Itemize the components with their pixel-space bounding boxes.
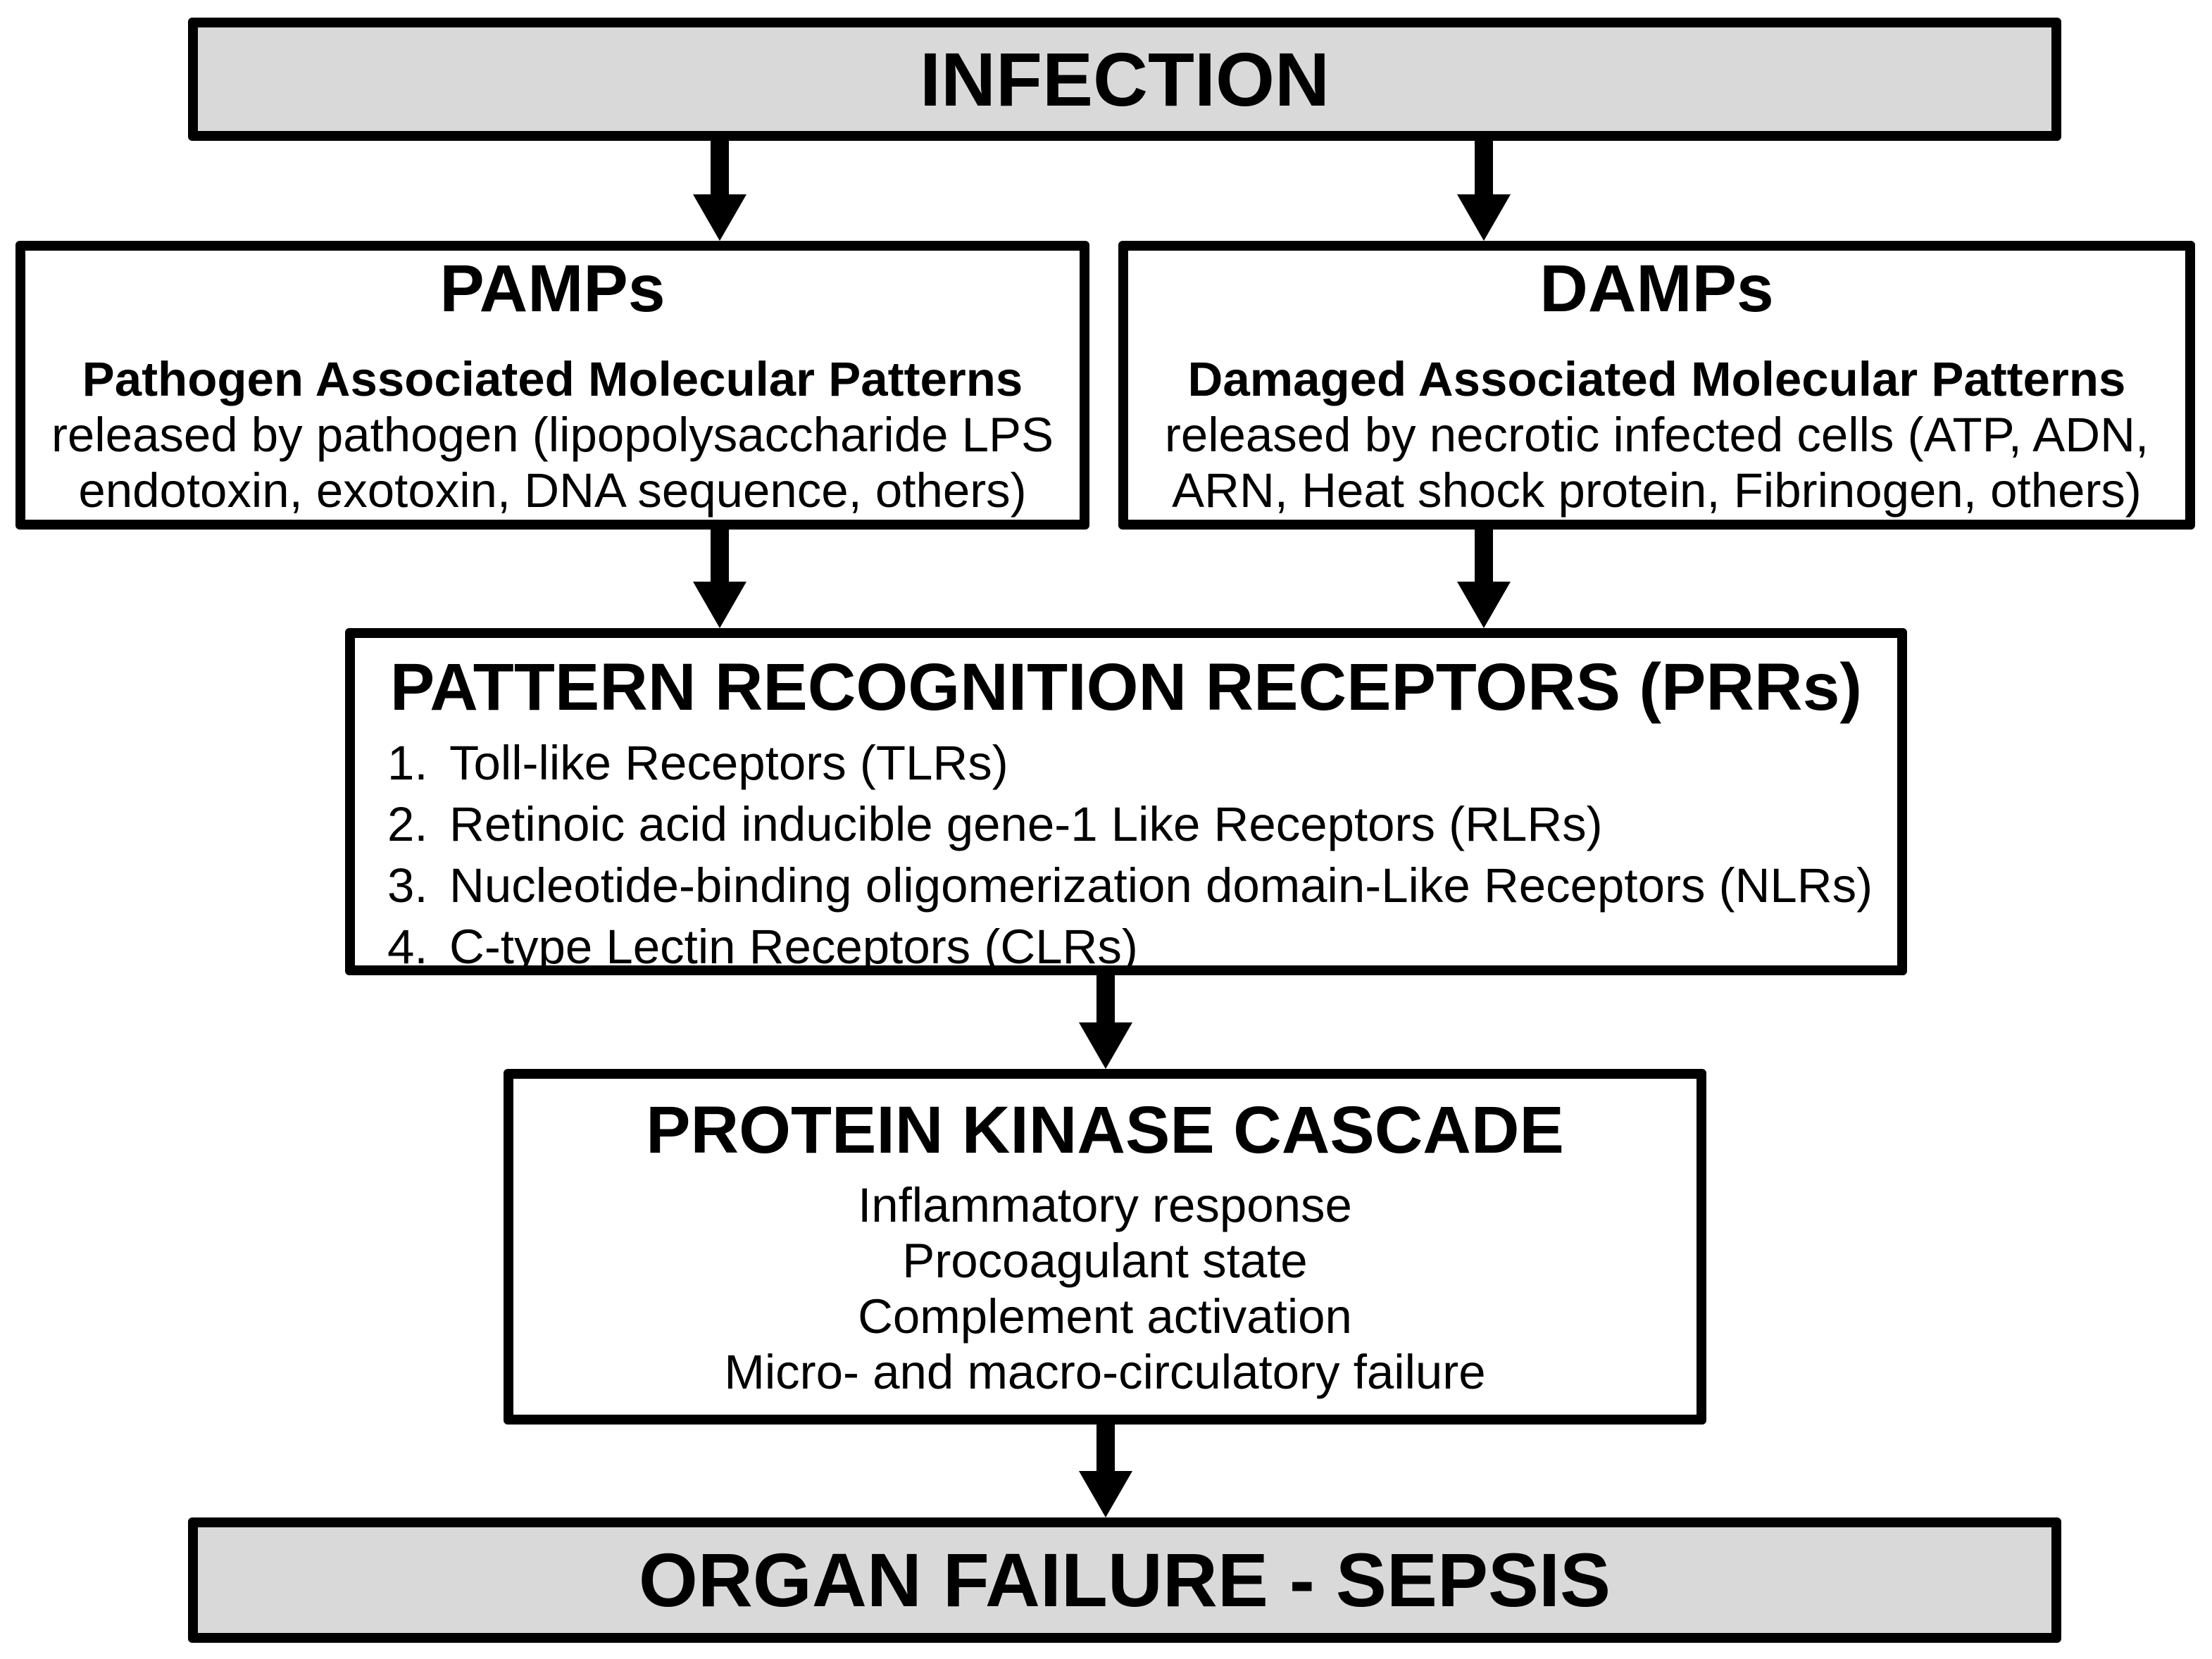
- pamps-box: PAMPs Pathogen Associated Molecular Patt…: [15, 241, 1089, 530]
- pamps-body-line: released by pathogen (lipopolysaccharide…: [51, 408, 1054, 462]
- kinase-title: PROTEIN KINASE CASCADE: [646, 1093, 1564, 1167]
- pamps-subtitle: Pathogen Associated Molecular Patterns: [82, 352, 1023, 406]
- kinase-body-line: Inflammatory response: [858, 1178, 1352, 1232]
- arrow-head-icon: [1457, 582, 1511, 628]
- arrow-infection-to-pamps: [693, 141, 746, 241]
- arrow-head-icon: [693, 194, 746, 241]
- prrs-title: PATTERN RECOGNITION RECEPTORS (PRRs): [389, 650, 1863, 725]
- prrs-item-text: Toll-like Receptors (TLRs): [449, 736, 1008, 790]
- arrow-infection-to-damps: [1457, 141, 1511, 241]
- prrs-item-number: 4.: [387, 920, 428, 974]
- arrow-shaft: [1096, 975, 1115, 1025]
- arrow-head-icon: [1457, 194, 1511, 241]
- prrs-list-item: 2. Retinoic acid inducible gene-1 Like Re…: [387, 794, 1897, 855]
- damps-box: DAMPs Damaged Associated Molecular Patte…: [1118, 241, 2195, 530]
- prrs-item-text: Retinoic acid inducible gene-1 Like Rece…: [449, 797, 1603, 851]
- arrow-shaft: [711, 141, 729, 197]
- prrs-list: 1. Toll-like Receptors (TLRs) 2. Retinoic …: [355, 732, 1897, 977]
- pamps-body-line: endotoxin, exotoxin, DNA sequence, other…: [78, 463, 1027, 518]
- damps-body-line: ARN, Heat shock protein, Fibrinogen, oth…: [1172, 463, 2142, 518]
- prrs-list-item: 3. Nucleotide-binding oligomerization dom…: [387, 855, 1897, 916]
- arrow-damps-to-prrs: [1457, 530, 1511, 628]
- infection-box: INFECTION: [188, 18, 2061, 141]
- organ-failure-sepsis-box: ORGAN FAILURE - SEPSIS: [188, 1517, 2061, 1643]
- prrs-item-number: 3.: [387, 858, 428, 913]
- damps-title: DAMPs: [1539, 251, 1774, 326]
- arrow-shaft: [1096, 1425, 1115, 1474]
- arrow-head-icon: [1079, 1022, 1132, 1069]
- kinase-cascade-box: PROTEIN KINASE CASCADE Inflammatory resp…: [504, 1069, 1706, 1425]
- prrs-item-number: 1.: [387, 736, 428, 790]
- prrs-list-item: 4. C-type Lectin Receptors (CLRs): [387, 916, 1897, 977]
- organ-failure-title: ORGAN FAILURE - SEPSIS: [638, 1537, 1611, 1622]
- prrs-item-number: 2.: [387, 797, 428, 851]
- arrow-pamps-to-prrs: [693, 530, 746, 628]
- kinase-body-line: Micro- and macro-circulatory failure: [724, 1345, 1486, 1399]
- damps-body-line: released by necrotic infected cells (ATP…: [1164, 408, 2149, 462]
- arrow-head-icon: [693, 582, 746, 628]
- arrow-shaft: [1475, 530, 1493, 584]
- arrow-kinase-to-organ-failure: [1079, 1425, 1132, 1517]
- pamps-title: PAMPs: [439, 251, 666, 326]
- infection-title: INFECTION: [920, 36, 1330, 122]
- kinase-body-line: Complement activation: [858, 1289, 1352, 1344]
- arrow-head-icon: [1079, 1471, 1132, 1517]
- kinase-body-line: Procoagulant state: [902, 1234, 1308, 1288]
- arrow-prrs-to-kinase: [1079, 975, 1132, 1069]
- prrs-box: PATTERN RECOGNITION RECEPTORS (PRRs) 1. T…: [345, 628, 1907, 975]
- arrow-shaft: [711, 530, 729, 584]
- prrs-item-text: C-type Lectin Receptors (CLRs): [449, 920, 1138, 974]
- damps-subtitle: Damaged Associated Molecular Patterns: [1187, 352, 2126, 406]
- prrs-list-item: 1. Toll-like Receptors (TLRs): [387, 732, 1897, 794]
- arrow-shaft: [1475, 141, 1493, 197]
- prrs-item-text: Nucleotide-binding oligomerization domai…: [449, 858, 1873, 913]
